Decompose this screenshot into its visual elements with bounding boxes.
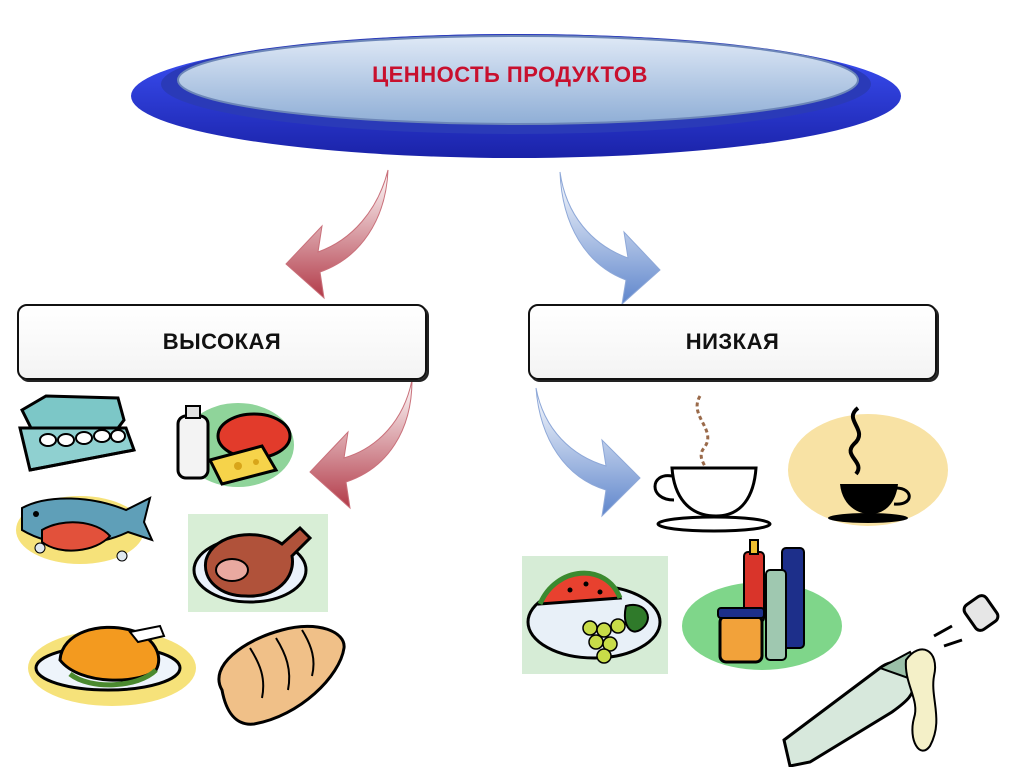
bottles-jar-icon (682, 539, 842, 670)
bread-loaf-icon (217, 624, 346, 726)
branch-low-label: НИЗКАЯ (685, 329, 780, 354)
title-ellipse (131, 34, 901, 158)
branch-high-box: ВЫСОКАЯ (17, 304, 427, 380)
champagne-bottle-icon (782, 594, 1000, 767)
arrow-to-high (285, 169, 389, 300)
branch-low-box: НИЗКАЯ (528, 304, 937, 380)
watermelon-grapes-icon (522, 556, 668, 674)
arrow-low-items (535, 387, 641, 518)
branch-high-label: ВЫСОКАЯ (162, 329, 282, 354)
hot-cup-icon (788, 406, 948, 526)
arrow-high-items (309, 379, 413, 510)
fish-crayfish-icon (16, 496, 154, 564)
roast-chicken-icon (28, 624, 196, 706)
milk-cheese-icon (176, 403, 294, 487)
ham-plate-icon (188, 514, 328, 612)
coffee-cup-icon (653, 395, 772, 533)
arrow-to-low (559, 171, 661, 306)
eggs-carton-icon (18, 394, 137, 472)
diagram-title: ЦЕННОСТЬ ПРОДУКТОВ (372, 62, 648, 87)
